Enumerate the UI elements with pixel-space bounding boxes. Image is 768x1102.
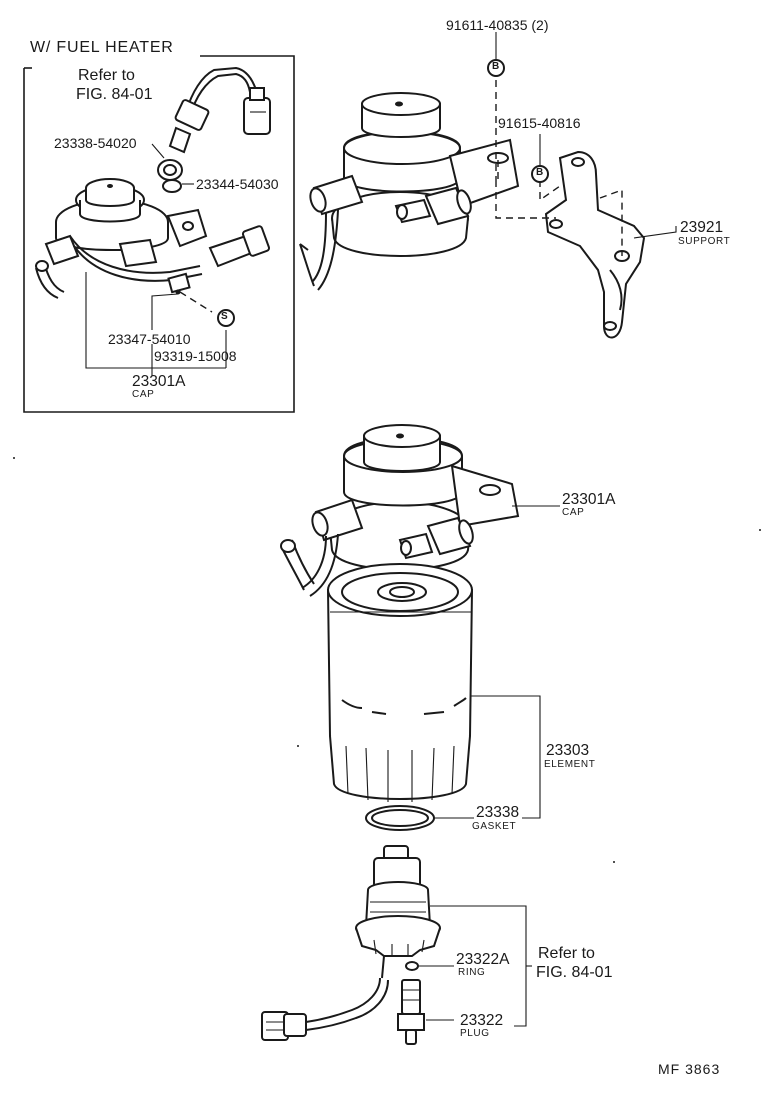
inset-title: W/ FUEL HEATER <box>30 39 174 56</box>
gasket-part-name: GASKET <box>472 821 517 832</box>
bolt-symbols-b <box>487 59 549 183</box>
main-refer-to-label: Refer to <box>538 945 595 962</box>
inset-frame <box>23 55 295 413</box>
main-plug-drawing <box>261 845 441 1045</box>
element-part-name: ELEMENT <box>544 759 596 770</box>
part-number-23347-54010: 23347-54010 <box>108 331 191 347</box>
part-number-23338-54020: 23338-54020 <box>54 135 137 151</box>
inset-cap-part-number: 23301A <box>132 373 186 390</box>
part-number-93319-15008: 93319-15008 <box>154 348 237 364</box>
inset-leader-lines <box>85 143 227 376</box>
part-number-91611-40835: 91611-40835 (2) <box>446 17 549 33</box>
inset-refer-fig-label: FIG. 84-01 <box>76 86 153 103</box>
inset-filter-cap-drawing <box>35 66 271 299</box>
support-part-number: 23921 <box>680 219 724 236</box>
upper-cap-drawing <box>299 92 520 291</box>
screw-symbol-label: S <box>221 311 228 322</box>
main-element-drawing <box>326 563 474 802</box>
bolt-symbol-label-mid: B <box>536 167 544 178</box>
plug-part-name: PLUG <box>460 1028 490 1039</box>
cap-part-name: CAP <box>562 507 585 518</box>
part-number-23344-54030: 23344-54030 <box>196 176 279 192</box>
support-part-name: SUPPORT <box>678 236 731 247</box>
inset-cap-name: CAP <box>132 389 155 400</box>
plug-part-number: 23322 <box>460 1012 504 1029</box>
upper-leader-lines <box>495 32 677 239</box>
element-part-number: 23303 <box>546 742 590 759</box>
upper-support-bracket <box>544 150 646 339</box>
main-refer-fig-label: FIG. 84-01 <box>536 964 613 981</box>
bolt-symbol-label-top: B <box>492 61 500 72</box>
main-gasket-drawing <box>365 805 435 831</box>
figure-code: MF 3863 <box>658 1061 721 1077</box>
ring-part-number: 23322A <box>456 951 510 968</box>
ring-part-name: RING <box>458 967 486 978</box>
inset-refer-to-label: Refer to <box>78 67 135 84</box>
upper-dashed-guides <box>495 80 623 256</box>
main-cap-drawing <box>280 424 520 597</box>
stray-marks <box>13 457 761 863</box>
screw-symbol-s <box>217 309 235 327</box>
gasket-part-number: 23338 <box>476 804 520 821</box>
cap-part-number: 23301A <box>562 491 616 508</box>
main-leader-lines <box>418 505 560 1027</box>
part-number-91615-40816: 91615-40816 <box>498 115 581 131</box>
